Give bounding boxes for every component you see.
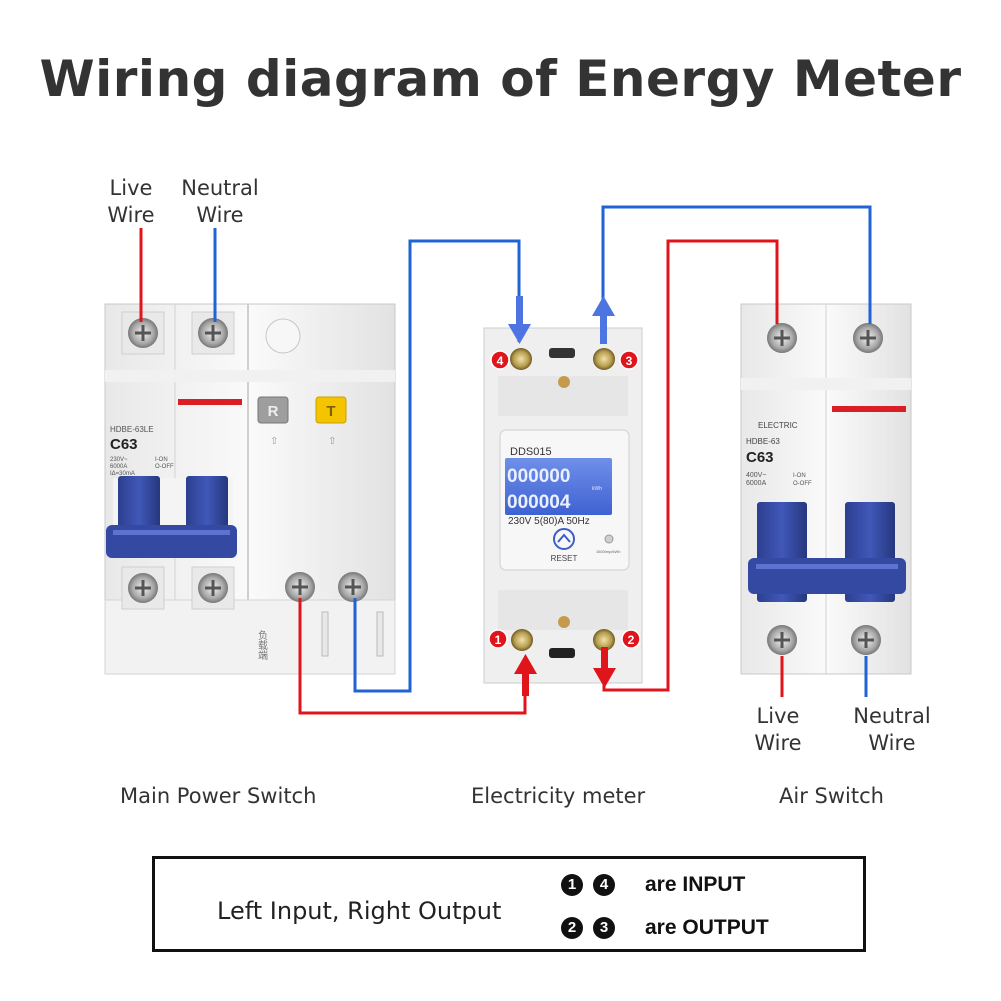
number-badge: 4 [593,874,615,896]
meter-model: DDS015 [510,446,552,458]
terminal-3-badge [619,350,639,370]
legend-output-text: are OUTPUT [645,916,769,939]
load-side-text: 负载端 [256,629,268,661]
main-switch-rating: C63 [110,436,138,453]
svg-text:⇧: ⇧ [270,436,278,447]
air-switch-onoff: I-ON O-OFF [793,473,812,487]
number-badge: 2 [561,917,583,939]
main-switch-caption: Main Power Switch [120,784,317,808]
number-badge: 1 [561,874,583,896]
terminal-badges: 4 3 1 2 [488,350,641,649]
terminal-1-badge [488,629,508,649]
electricity-meter: DDS015 000000 000004 kWh 230V 5(80)A 50H… [483,327,643,684]
meter-caption: Electricity meter [471,784,646,808]
legend-summary: Left Input, Right Output [217,897,502,925]
terminal-2-screw [593,629,615,651]
air-switch-model: HDBE-63 [746,437,780,446]
neutral-to-air-switch [601,205,872,324]
reset-button-label: R [268,403,279,420]
meter-reading-top: 000000 [507,466,570,487]
reset-label: RESET [551,554,578,563]
svg-text:⇧: ⇧ [328,436,336,447]
air-switch-rating: C63 [746,449,774,466]
number-badge: 3 [593,917,615,939]
terminal-2-badge [621,629,641,649]
terminal-4-number: 4 [497,354,504,368]
neutral-to-meter-in [353,239,521,693]
terminal-1-screw [511,629,533,651]
lcd-display [505,458,612,515]
test-button-label: T [326,403,335,420]
legend-input-row: 1 4 are INPUT [561,873,745,897]
terminal-1-number: 1 [495,633,502,647]
main-switch-onoff: I-ON O-OFF [155,457,174,470]
main-switch-model: HDBE-63LE [110,425,154,434]
legend-output-row: 2 3 are OUTPUT [561,916,769,940]
arrow-down-icon [593,668,616,688]
meter-unit: kWh [592,486,602,492]
reset-button[interactable] [553,528,575,550]
arrow-up-icon [514,654,537,674]
meter-spec: 230V 5(80)A 50Hz [508,516,590,527]
terminal-3-number: 3 [626,354,633,368]
arrow-up-icon [592,296,615,316]
main-switch-specs: 230V~ 6000A IΔ=30mA [110,457,135,477]
terminal-3-screw [593,348,615,370]
legend-input-text: are INPUT [645,873,746,896]
page-title: Wiring diagram of Energy Meter [39,50,962,108]
main-power-switch: R T ⇧ ⇧ HDBE-63LE C63 230V~ 6000A IΔ=30m… [104,303,396,675]
air-switch: ELECTRIC HDBE-63 C63 400V~ 6000A I-ON O-… [740,303,912,675]
terminal-2-number: 2 [628,633,635,647]
air-switch-specs: 400V~ 6000A [746,472,768,487]
legend-box: Left Input, Right Output 1 4 are INPUT 2… [152,856,866,952]
air-switch-brand: ELECTRIC [758,421,798,430]
arrow-down-icon [508,324,531,344]
terminal-4-screw [510,348,532,370]
terminal-4-badge [490,350,510,370]
chevron-up-icon [557,533,571,543]
flow-arrows [508,296,616,696]
meter-impulse: 1600imp/kWh [596,549,620,554]
meter-reading-bottom: 000004 [507,492,571,513]
air-switch-caption: Air Switch [779,784,884,808]
